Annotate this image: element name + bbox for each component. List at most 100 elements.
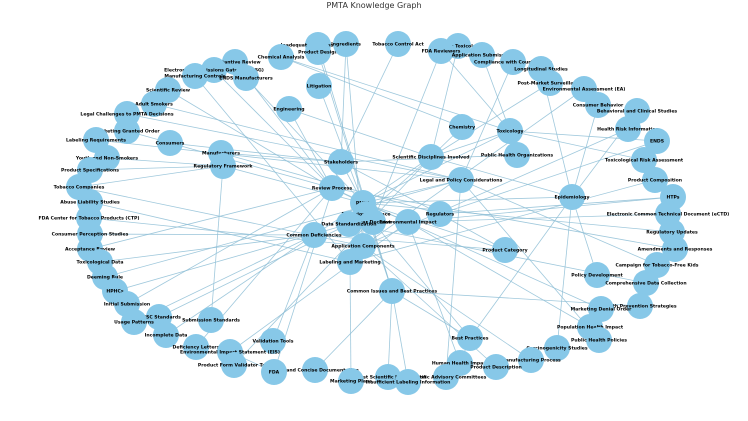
node-label-tobacco-free-kids: Campaign for Tobacco-Free Kids [615, 263, 698, 269]
node-ends: ENDS [644, 128, 670, 154]
node-circle-youth-prevention [627, 293, 653, 319]
node-public-health-policies: Public Health Policies [571, 327, 627, 353]
edge-stakeholders-regulators [340, 161, 441, 215]
edge-pmta-regulatory-updates [362, 202, 673, 233]
node-tobacco-free-kids: Campaign for Tobacco-Free Kids [615, 252, 699, 278]
node-circle-fda-reviewers [428, 38, 454, 64]
node-label-cdisc: CDISC Standards [137, 315, 181, 321]
node-scientific-advisory: Scientific Advisory Committees [406, 364, 487, 390]
node-litigation: Litigation [306, 73, 332, 99]
edge-labeling-marketing-marketing-plans [349, 261, 352, 382]
node-circle-app-submission [469, 42, 495, 68]
node-label-tobacco-control-act: Tobacco Control Act [372, 42, 424, 48]
node-product-form-validator: Product Form Validator Tool [198, 352, 271, 378]
node-label-product-specs: Product Specifications [61, 168, 119, 174]
edge-env-impact-human-health-impact [407, 221, 461, 364]
node-circle-env-impact [395, 209, 421, 235]
edge-common-issues-robust-justification [387, 290, 393, 378]
edge-best-practices-clear-decision [372, 221, 471, 339]
node-circle-policy-development [584, 262, 610, 288]
node-label-manufacturing-process: Manufacturing Process [501, 358, 561, 364]
node-product-design: Product Design [298, 39, 338, 65]
edge-epidemiology-carcinogenicity [556, 196, 573, 349]
edge-review-process-engineering [288, 108, 333, 189]
node-label-toxicology: Toxicology [496, 129, 523, 135]
node-epidemiology: Epidemiology [555, 184, 589, 210]
node-circle-validation-tools [260, 328, 286, 354]
node-fda: FDA [261, 359, 287, 385]
node-label-ingredients: Ingredients [331, 42, 361, 48]
node-label-substantive-review: Substantive Review [209, 60, 261, 66]
node-circle-labeling-marketing [337, 249, 363, 275]
node-label-abuse-liability: Abuse Liability Studies [60, 200, 120, 206]
node-label-env-assessment: Environmental Assessment (EA) [543, 87, 626, 93]
edge-reg-framework-tobacco-companies [78, 165, 224, 188]
node-circle-review-process [319, 175, 345, 201]
edge-pmta-legal-policy [362, 179, 462, 204]
edge-toxicology-tox-risk [509, 130, 645, 161]
edge-toxicology-fda-reviewers [440, 50, 511, 132]
node-label-manufacturing-controls: Manufacturing Controls [164, 74, 225, 80]
edge-review-process-amendments [331, 187, 676, 250]
node-label-env-impact: Environmental Impact [379, 220, 437, 226]
node-robust-justification: Robust Scientific Justification [350, 364, 426, 390]
node-label-clear-decision: Clear Decision [355, 220, 392, 226]
edge-review-process-acceptance-review [89, 187, 333, 250]
node-label-health-risk-info: Health Risk Information [597, 127, 659, 133]
node-circle-deficiency-letters [183, 334, 209, 360]
node-ingredients: Ingredients [331, 31, 361, 57]
node-label-initial-submission: Initial Submission [104, 302, 150, 308]
node-marketing-granted: Marketing Granted Order [94, 118, 160, 144]
node-data-standardization: Data Standardization [321, 211, 377, 237]
node-label-htps: HTPs [667, 195, 680, 201]
edge-pmta-product-category [362, 202, 506, 251]
node-chemical-analysis: Chemical Analysis [258, 44, 305, 70]
edge-sci-disciplines-genetic-tox [430, 45, 459, 158]
node-manufacturing-process: Manufacturing Process [501, 347, 561, 373]
node-common-issues: Common Issues and Best Practices [347, 278, 437, 304]
node-label-tobacco-companies: Tobacco Companies [54, 185, 105, 191]
node-label-clear-concise-doc: Clear and Concise Documentation [271, 368, 358, 374]
node-label-post-market: Post-Market Surveillance [517, 81, 582, 87]
node-circle-product-category [492, 237, 518, 263]
node-circle-legal-policy [448, 167, 474, 193]
node-circle-clear-decision [360, 209, 386, 235]
edge-chemistry-chemical-analysis [280, 56, 463, 128]
node-circle-clear-concise-doc [302, 357, 328, 383]
node-labeling-marketing: Labeling and Marketing [319, 249, 381, 275]
node-review-process: Review Process [312, 175, 352, 201]
node-label-validation-tools: Validation Tools [253, 339, 294, 345]
node-circle-ends [644, 128, 670, 154]
node-label-product-design: Product Design [298, 50, 338, 56]
node-circle-insufficient-labeling [395, 369, 421, 395]
node-sub-standards: Submission Standards [182, 307, 240, 333]
node-circle-compliance-court [500, 49, 526, 75]
node-clear-concise-doc: Clear and Concise Documentation [271, 357, 359, 383]
node-toxicology: Toxicology [496, 118, 524, 144]
node-label-deficiency-letters: Deficiency Letters [173, 345, 220, 351]
node-label-tox-risk: Toxicological Risk Assessment [605, 158, 684, 164]
node-youth-prevention: Youth Prevention Strategies [602, 293, 677, 319]
node-circle-public-health-orgs [504, 142, 530, 168]
edge-app-components-manufacturing-process [362, 245, 532, 361]
edge-common-deficiencies-toxicological-data [99, 234, 315, 263]
node-label-carcinogenicity: Carcinogenicity Studies [526, 346, 588, 352]
node-label-app-components: Application Components [331, 244, 395, 250]
node-best-practices: Best Practices [452, 325, 489, 351]
node-circle-consumers [157, 130, 183, 156]
node-label-reg-framework: Regulatory Framework [194, 164, 254, 170]
node-circle-toxicology [497, 118, 523, 144]
node-regulators: Regulators [426, 201, 454, 227]
node-tox-risk: Toxicological Risk Assessment [605, 147, 684, 173]
node-label-scientific-advisory: Scientific Advisory Committees [406, 375, 487, 381]
node-consumer-behavior: Consumer Behavior [573, 92, 624, 118]
node-circle-scientific-advisory [433, 364, 459, 390]
node-comprehensive-data: Comprehensive Data Collection [605, 270, 687, 296]
edge-common-issues-insufficient-labeling [391, 290, 409, 383]
edge-legal-policy-deeming-rule [104, 179, 462, 278]
edge-reg-framework-sub-standards [210, 165, 224, 321]
node-label-robust-justification: Robust Scientific Justification [350, 375, 426, 381]
node-label-fda-ctp: FDA Center for Tobacco Products (CTP) [39, 216, 140, 222]
node-label-consumer-behavior: Consumer Behavior [573, 103, 624, 109]
node-label-stakeholders: Stakeholders [324, 160, 358, 166]
